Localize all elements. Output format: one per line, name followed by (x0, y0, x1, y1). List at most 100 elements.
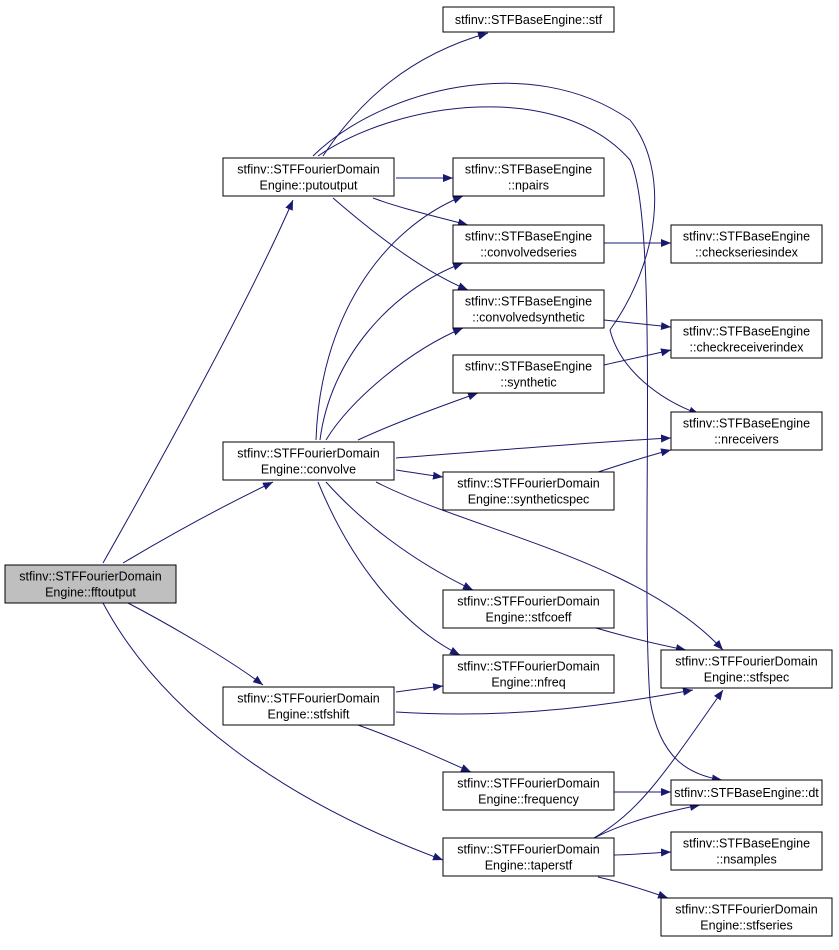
node-box (222, 686, 395, 726)
node-label-line: stfinv::STFFourierDomain (237, 692, 379, 706)
edge-convolvedsynthetic-to-checkreceiverindex (603, 319, 672, 331)
node-label-line: stfinv::STFFourierDomain (675, 903, 817, 917)
edge-putoutput-to-stf (322, 31, 489, 157)
node-syntheticspec[interactable]: stfinv::STFFourierDomainEngine::syntheti… (442, 471, 615, 511)
node-label-line: ::nreceivers (714, 433, 779, 447)
edge-fftoutput-to-taperstf (102, 602, 444, 861)
node-box (442, 6, 615, 33)
node-label-line: stfinv::STFFourierDomain (457, 477, 599, 491)
node-checkreceiverindex[interactable]: stfinv::STFBaseEngine::checkreceiverinde… (670, 319, 823, 359)
edge-convolve-to-convolvedseries (319, 262, 464, 441)
node-box (442, 771, 615, 811)
node-label-line: stfinv::STFFourierDomain (675, 655, 817, 669)
node-box (442, 589, 615, 629)
node-box (452, 157, 605, 197)
edge-convolve-to-stfspec (375, 481, 724, 651)
node-checkseriesindex[interactable]: stfinv::STFBaseEngine::checkseriesindex (670, 224, 823, 264)
edge-putoutput-to-dt (317, 106, 723, 783)
node-box (222, 441, 395, 481)
edge-convolve-to-nreceivers (395, 434, 672, 459)
node-label-line: Engine::nfreq (491, 676, 565, 690)
edge-putoutput-to-nreceivers (312, 82, 700, 415)
node-nsamples[interactable]: stfinv::STFBaseEngine::nsamples (670, 831, 823, 871)
node-label-line: ::convolvedseries (480, 246, 577, 260)
edge-taperstf-to-nsamples (613, 848, 672, 857)
edge-convolve-to-synthetic (357, 392, 479, 441)
node-label-line: ::npairs (508, 179, 549, 193)
node-npairs[interactable]: stfinv::STFBaseEngine::npairs (452, 157, 605, 197)
edge-layer (102, 31, 724, 899)
node-label-line: stfinv::STFBaseEngine (683, 230, 810, 244)
node-stf[interactable]: stfinv::STFBaseEngine::stf (442, 6, 615, 33)
node-box (442, 837, 615, 877)
edge-putoutput-to-convolvedsynthetic (332, 197, 469, 291)
node-label-line: ::convolvedsynthetic (472, 311, 585, 325)
edge-stfshift-to-stfspec (395, 687, 694, 715)
node-fftoutput[interactable]: stfinv::STFFourierDomainEngine::fftoutpu… (4, 564, 177, 604)
edge-convolve-to-convolvedsynthetic (325, 327, 464, 441)
node-label-line: stfinv::STFFourierDomain (457, 595, 599, 609)
node-label-line: stfinv::STFBaseEngine (465, 163, 592, 177)
node-box (660, 649, 833, 689)
edge-stfshift-to-frequency (357, 724, 472, 773)
node-box (660, 897, 833, 937)
node-label-line: Engine::frequency (478, 793, 580, 807)
edge-putoutput-to-convolvedseries (372, 197, 469, 227)
node-box (4, 564, 177, 604)
node-label-line: Engine::syntheticspec (468, 493, 590, 507)
edge-fftoutput-to-stfshift (127, 602, 264, 686)
node-frequency[interactable]: stfinv::STFFourierDomainEngine::frequenc… (442, 771, 615, 811)
node-label-line: Engine::fftoutput (45, 586, 136, 600)
edge-convolve-to-syntheticspec (395, 469, 444, 480)
node-label-line: stfinv::STFBaseEngine::stf (455, 13, 603, 27)
edge-syntheticspec-to-nreceivers (597, 448, 672, 473)
node-label-line: Engine::putoutput (260, 179, 359, 193)
edge-synthetic-to-checkreceiverindex (603, 348, 672, 366)
edge-convolve-to-nfreq (317, 481, 461, 656)
edge-convolve-to-stfcoeff (325, 481, 474, 591)
node-label-line: stfinv::STFFourierDomain (237, 163, 379, 177)
edge-stfshift-to-nfreq (395, 683, 444, 693)
node-box (670, 831, 823, 871)
node-label-line: stfinv::STFBaseEngine (465, 230, 592, 244)
node-label-line: stfinv::STFBaseEngine (465, 295, 592, 309)
node-box (452, 354, 605, 394)
node-label-line: Engine::convolve (261, 463, 356, 477)
node-synthetic[interactable]: stfinv::STFBaseEngine::synthetic (452, 354, 605, 394)
edge-taperstf-to-dt (593, 803, 701, 839)
node-putoutput[interactable]: stfinv::STFFourierDomainEngine::putoutpu… (222, 157, 395, 197)
node-dt[interactable]: stfinv::STFBaseEngine::dt (670, 779, 823, 806)
edge-taperstf-to-stfseries (597, 876, 669, 899)
node-box (442, 654, 615, 694)
node-nreceivers[interactable]: stfinv::STFBaseEngine::nreceivers (670, 411, 823, 451)
node-stfseries[interactable]: stfinv::STFFourierDomainEngine::stfserie… (660, 897, 833, 937)
node-box (670, 779, 823, 806)
node-label-line: stfinv::STFBaseEngine (683, 837, 810, 851)
node-box (670, 319, 823, 359)
node-label-line: stfinv::STFFourierDomain (237, 447, 379, 461)
edge-taperstf-to-stfspec (593, 689, 724, 839)
node-label-line: Engine::taperstf (485, 859, 573, 873)
node-convolvedseries[interactable]: stfinv::STFBaseEngine::convolvedseries (452, 224, 605, 264)
node-label-line: ::synthetic (500, 376, 556, 390)
node-label-line: stfinv::STFFourierDomain (19, 570, 161, 584)
node-label-line: Engine::stfshift (268, 708, 351, 722)
node-label-line: Engine::stfspec (704, 671, 789, 685)
node-label-line: ::checkseriesindex (695, 246, 799, 260)
node-convolvedsynthetic[interactable]: stfinv::STFBaseEngine::convolvedsyntheti… (452, 289, 605, 329)
node-label-line: ::checkreceiverindex (690, 341, 805, 355)
node-box (670, 411, 823, 451)
edge-stfcoeff-to-stfspec (595, 627, 687, 653)
node-label-line: Engine::stfcoeff (486, 611, 572, 625)
node-label-line: stfinv::STFBaseEngine (683, 325, 810, 339)
node-label-line: stfinv::STFFourierDomain (457, 843, 599, 857)
node-label-line: Engine::stfseries (700, 919, 792, 933)
node-label-line: stfinv::STFFourierDomain (457, 777, 599, 791)
